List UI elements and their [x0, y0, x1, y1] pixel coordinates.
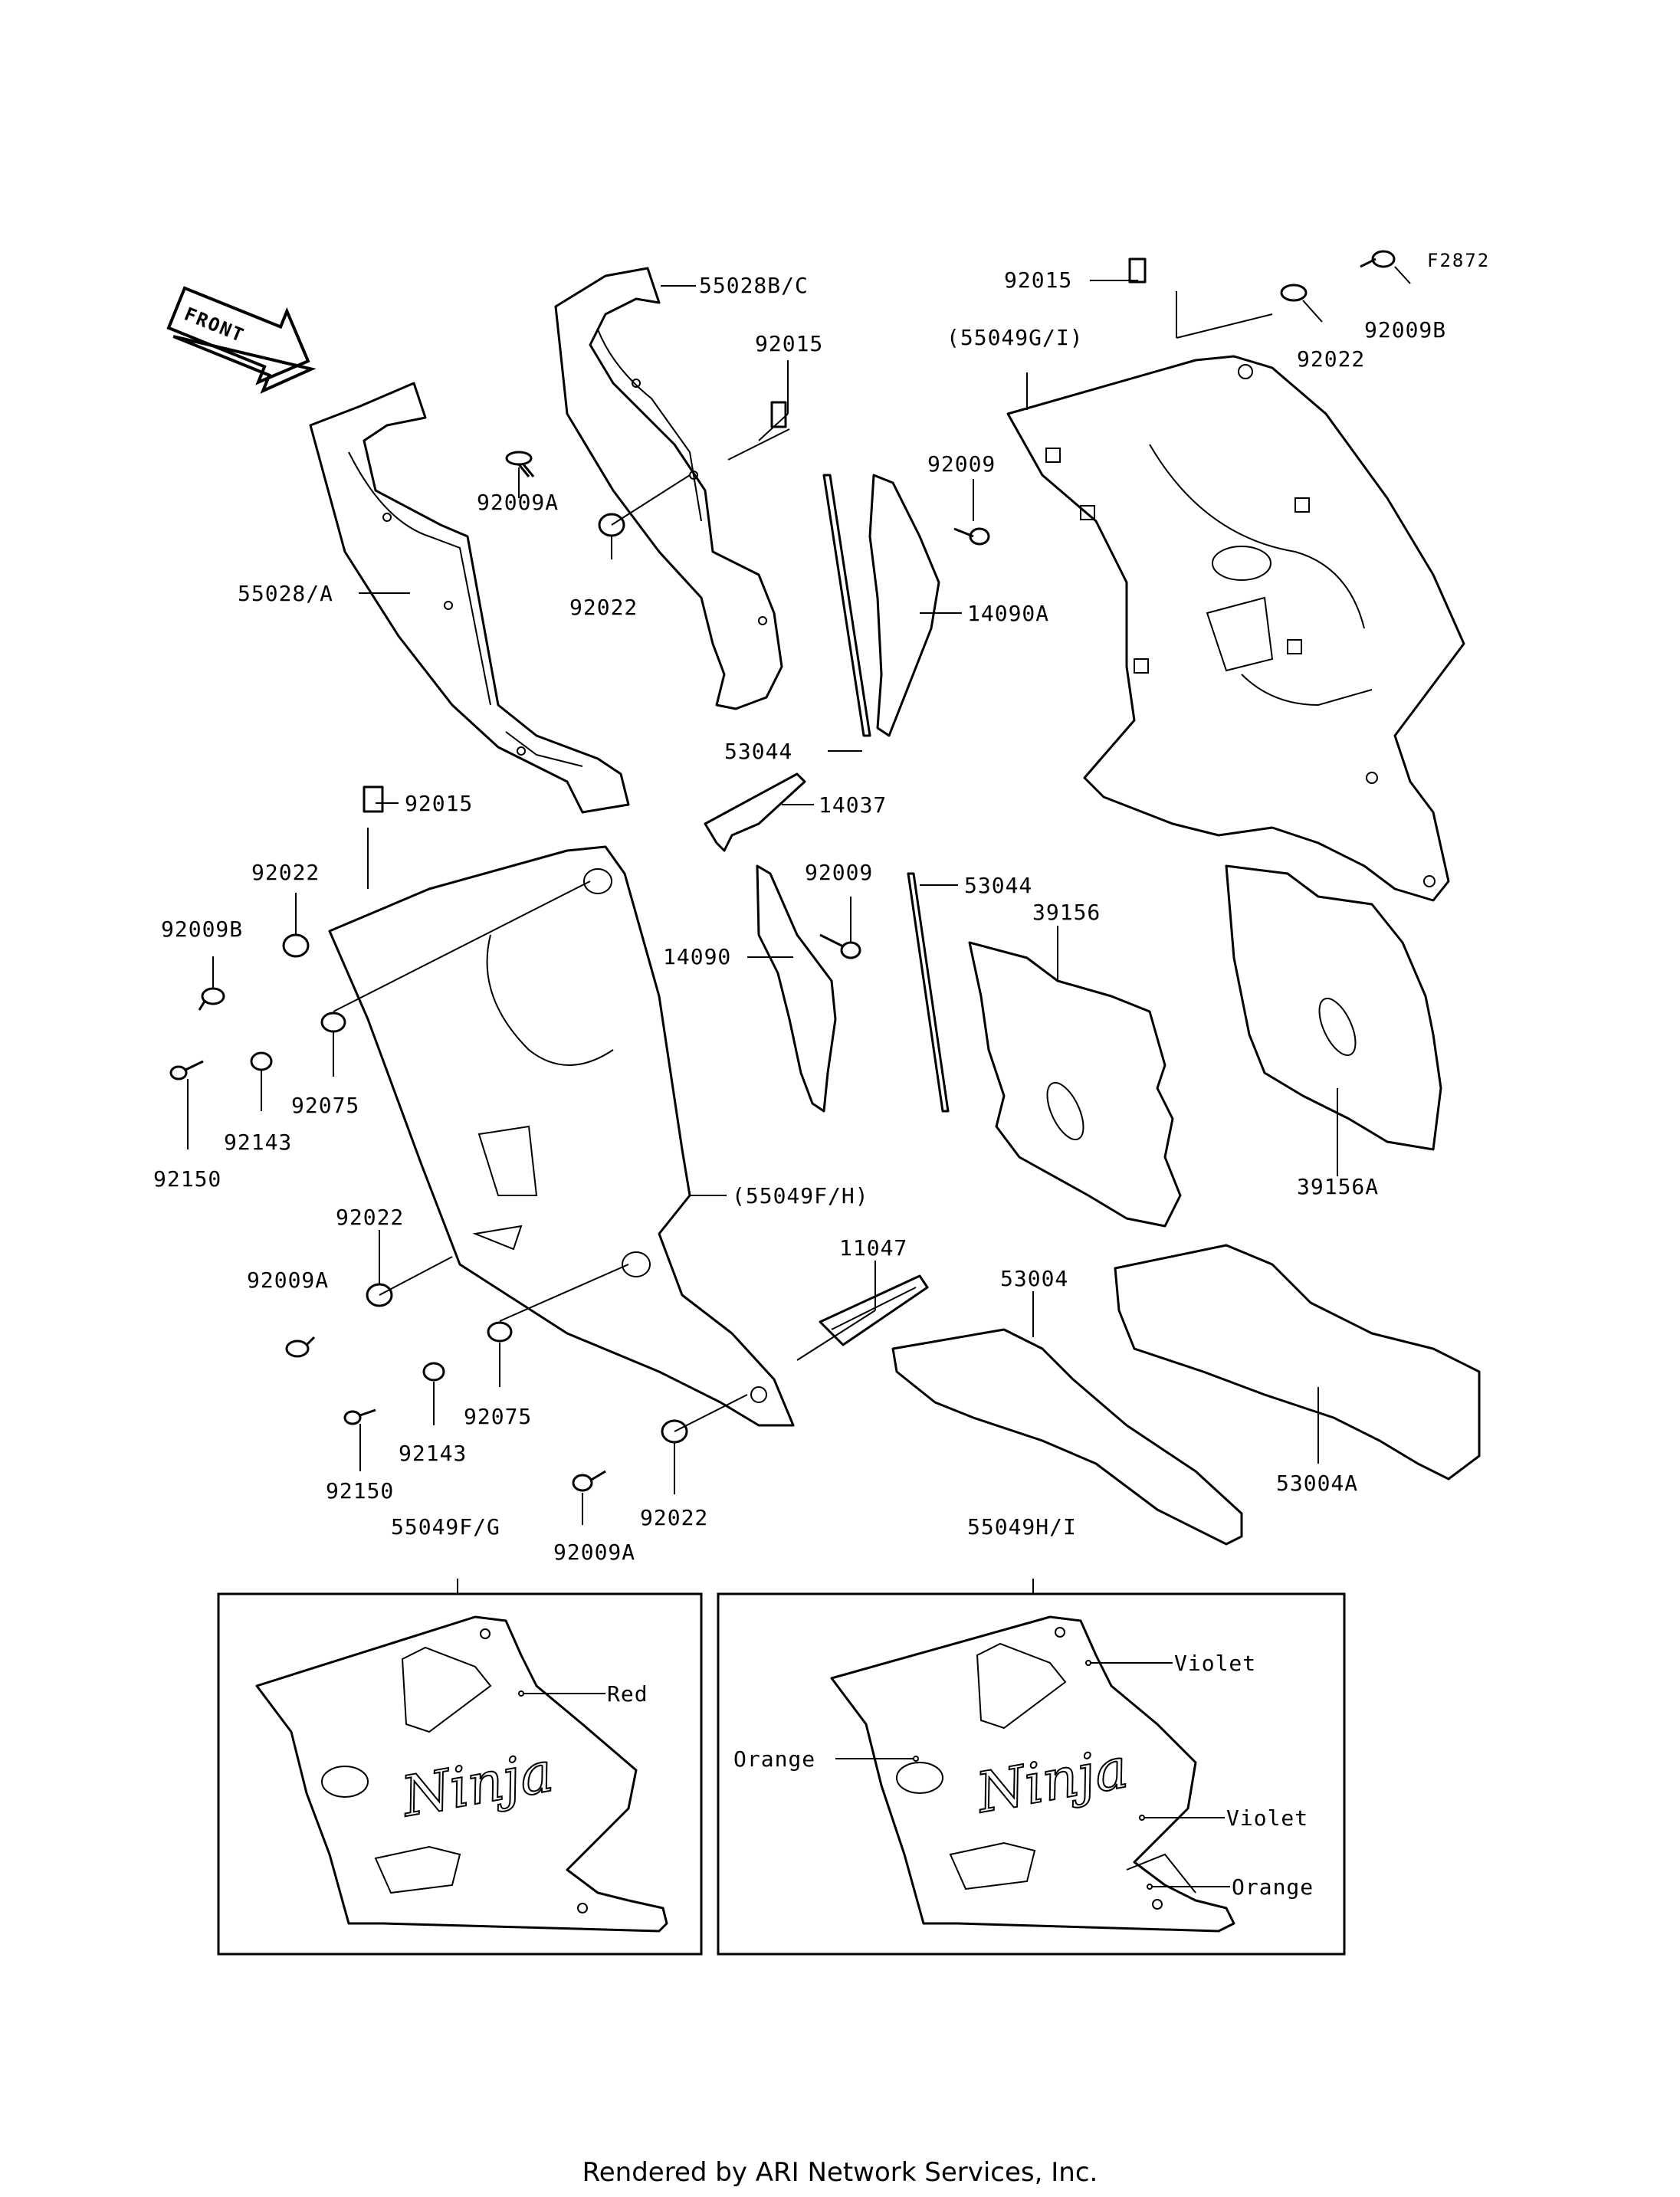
- color-red: Red: [607, 1681, 648, 1707]
- label-92022-b: 92022: [569, 595, 638, 620]
- label-39156: 39156: [1032, 900, 1101, 925]
- bolt-92009B-b: [198, 987, 225, 1011]
- clip-92015-b: [363, 785, 384, 813]
- part-labels: 55028B/C 92015 92015 (55049G/I) 92009B 9…: [153, 267, 1446, 1565]
- label-55049HI: 55049H/I: [967, 1514, 1077, 1540]
- footer-credit: Rendered by ARI Network Services, Inc.: [582, 2157, 1098, 2188]
- inset-55049HI: Ninja Violet Orange Violet Orange: [717, 1592, 1346, 1956]
- cowling-55049FH: [328, 845, 795, 1427]
- bolt-92009A-a: [505, 451, 535, 477]
- label-55028BC: 55028B/C: [699, 273, 809, 298]
- pad-39156: [968, 941, 1182, 1228]
- label-92075-b: 92075: [464, 1404, 532, 1429]
- label-53004A: 53004A: [1276, 1471, 1358, 1496]
- nut-92143-b: [422, 1362, 445, 1382]
- label-39156A: 39156A: [1297, 1174, 1379, 1199]
- bracket-14090: [756, 864, 837, 1113]
- inner-cover-55028A: [309, 382, 630, 814]
- label-53044-a: 53044: [724, 739, 792, 764]
- label-14090: 14090: [663, 944, 731, 969]
- label-92015-b: 92015: [405, 791, 473, 816]
- label-92143-a: 92143: [224, 1130, 292, 1155]
- label-11047: 11047: [839, 1235, 907, 1261]
- washer-92022-c: [282, 933, 310, 958]
- bolt-92009A-c: [572, 1470, 606, 1492]
- label-92009B-a: 92009B: [1364, 317, 1446, 343]
- label-92143-b: 92143: [399, 1441, 467, 1466]
- label-55049GI: (55049G/I): [947, 325, 1084, 350]
- pad-53004A: [1114, 1244, 1481, 1481]
- label-92009B-b: 92009B: [161, 917, 243, 942]
- label-55049FG: 55049F/G: [391, 1514, 500, 1540]
- label-92022-a: 92022: [1297, 346, 1365, 372]
- label-55049FH: (55049F/H): [732, 1183, 869, 1208]
- clip-92015-c: [1128, 257, 1147, 284]
- screw-92150-a: [169, 1060, 204, 1080]
- bolt-92009-a: [953, 527, 990, 546]
- cowling-55049GI: [1006, 355, 1465, 902]
- nut-92143-a: [250, 1051, 273, 1071]
- label-53044-b: 53044: [964, 873, 1032, 898]
- bolt-92009B-a: [1360, 250, 1396, 268]
- pad-53004: [891, 1328, 1243, 1546]
- label-92015-a: 92015: [755, 331, 823, 356]
- label-53004: 53004: [1000, 1266, 1068, 1291]
- front-arrow-icon: FRONT: [166, 286, 317, 394]
- label-92009-a: 92009: [927, 451, 996, 477]
- figure-code: F2872: [1427, 250, 1490, 271]
- label-92150-a: 92150: [153, 1166, 221, 1192]
- strip-53044-b: [907, 872, 950, 1113]
- color-orange-b: Orange: [1232, 1874, 1314, 1900]
- pad-39156A: [1225, 864, 1442, 1151]
- bolt-92009-b: [819, 933, 861, 959]
- bracket-14090A: [868, 474, 940, 737]
- grommet-92075-a: [320, 1012, 346, 1033]
- inset-55049FG: Ninja Red: [217, 1592, 703, 1956]
- strip-53044-a: [822, 474, 871, 737]
- label-92075-a: 92075: [291, 1093, 359, 1118]
- bracket-14037: [704, 772, 806, 852]
- label-92015-c: 92015: [1004, 267, 1072, 293]
- screw-92150-b: [343, 1408, 376, 1425]
- label-92009-b: 92009: [805, 860, 873, 885]
- color-violet-a: Violet: [1174, 1651, 1256, 1676]
- label-14090A: 14090A: [967, 601, 1049, 626]
- label-92022-d: 92022: [336, 1205, 404, 1230]
- label-92009A-c: 92009A: [553, 1540, 635, 1565]
- label-92009A-b: 92009A: [247, 1267, 329, 1293]
- leader-lines: [187, 266, 1411, 1594]
- washer-92022-a: [1280, 284, 1308, 302]
- label-55028A: 55028/A: [238, 581, 333, 606]
- label-14037: 14037: [819, 792, 887, 818]
- bolt-92009A-b: [285, 1336, 316, 1358]
- label-92150-b: 92150: [326, 1478, 394, 1503]
- label-92009A-a: 92009A: [477, 490, 559, 515]
- label-92022-e: 92022: [640, 1505, 708, 1530]
- color-violet-b: Violet: [1226, 1805, 1308, 1831]
- clip-92015-a: [770, 401, 787, 428]
- grommet-92075-b: [487, 1321, 513, 1343]
- color-orange-a: Orange: [733, 1746, 815, 1772]
- label-92022-c: 92022: [251, 860, 320, 885]
